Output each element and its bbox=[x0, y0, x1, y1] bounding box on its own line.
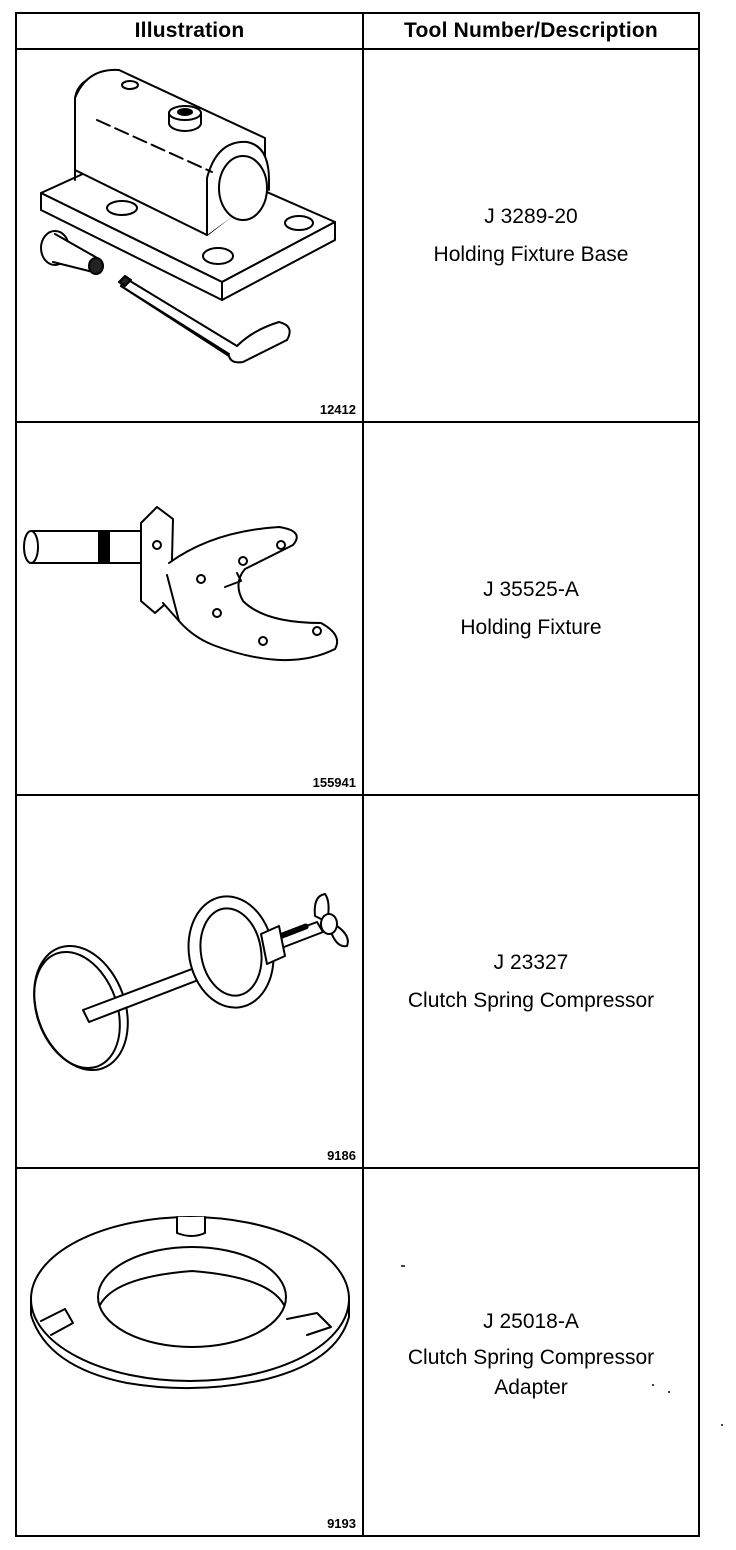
figure-number: 155941 bbox=[312, 775, 356, 790]
description-cell: J 35525-A Holding Fixture bbox=[364, 423, 698, 794]
tool-description: Holding Fixture Base bbox=[433, 242, 629, 266]
tool-description: Clutch Spring Compressor bbox=[407, 988, 655, 1012]
tool-description-line-2: Adapter bbox=[494, 1376, 568, 1399]
illustration-cell: 12412 bbox=[17, 50, 364, 421]
tool-description: Holding Fixture bbox=[460, 615, 602, 639]
tool-description: Clutch Spring Compressor bbox=[407, 1346, 655, 1369]
scan-speck bbox=[668, 1391, 670, 1393]
scan-speck bbox=[721, 1424, 723, 1426]
header-illustration: Illustration bbox=[17, 14, 364, 48]
tool-table: Illustration Tool Number/Description bbox=[15, 12, 700, 1537]
description-cell: J 23327 Clutch Spring Compressor bbox=[364, 796, 698, 1167]
table-row: 9186 J 23327 Clutch Spring Compressor bbox=[17, 796, 698, 1169]
clutch-spring-compressor-drawing bbox=[33, 893, 349, 1071]
scan-speck bbox=[401, 1265, 405, 1267]
figure-number: 12412 bbox=[319, 402, 356, 417]
table-row: 155941 J 35525-A Holding Fixture bbox=[17, 423, 698, 796]
table-row: 9193 J 25018-A Clutch Spring Compressor … bbox=[17, 1169, 698, 1535]
illustration-cell: 9193 bbox=[17, 1169, 364, 1535]
compressor-adapter-drawing bbox=[30, 1216, 350, 1390]
tool-number: J 3289-20 bbox=[484, 204, 578, 228]
description-cell: J 3289-20 Holding Fixture Base bbox=[364, 50, 698, 421]
holding-fixture-base-drawing bbox=[40, 68, 336, 364]
illustration-cell: 155941 bbox=[17, 423, 364, 794]
header-tool-description: Tool Number/Description bbox=[404, 19, 658, 42]
figure-number: 9193 bbox=[327, 1516, 356, 1531]
description-cell: J 25018-A Clutch Spring Compressor Adapt… bbox=[364, 1169, 698, 1535]
tool-number: J 25018-A bbox=[483, 1310, 579, 1333]
figure-number: 9186 bbox=[327, 1148, 356, 1163]
table-header-row: Illustration Tool Number/Description bbox=[17, 14, 698, 50]
scan-speck bbox=[652, 1384, 654, 1386]
holding-fixture-drawing bbox=[23, 506, 339, 661]
illustration-cell: 9186 bbox=[17, 796, 364, 1167]
tool-number: J 35525-A bbox=[483, 577, 579, 601]
table-row: 12412 J 3289-20 Holding Fixture Base bbox=[17, 50, 698, 423]
tool-number: J 23327 bbox=[493, 950, 569, 974]
